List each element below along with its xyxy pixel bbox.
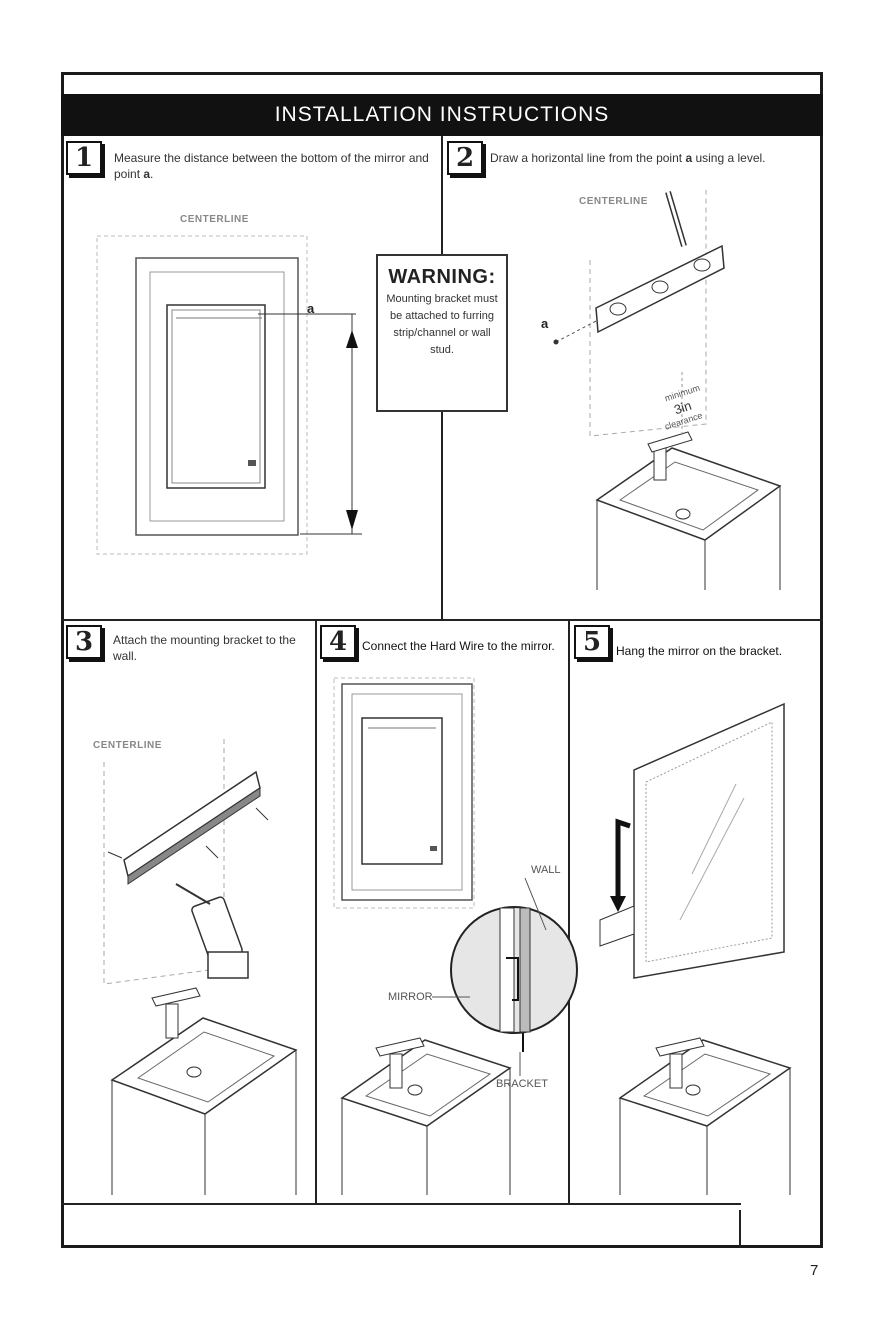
step-2-text: Draw a horizontal line from the point a … <box>490 151 766 165</box>
step-4-number: 4 <box>320 625 356 659</box>
step-3-text: Attach the mounting bracket to the wall. <box>113 633 296 663</box>
warning-body: Mounting bracket must be attached to fur… <box>386 293 498 356</box>
warning-title: WARNING: <box>388 266 496 288</box>
step-2-number: 2 <box>447 141 483 175</box>
page-number: 7 <box>810 1262 819 1279</box>
step-1-centerline-label: CENTERLINE <box>180 214 249 225</box>
mirror-label: MIRROR <box>388 991 433 1003</box>
step-5-text: Hang the mirror on the bracket. <box>616 644 783 658</box>
divider-footer <box>61 1203 741 1205</box>
step-1-point-a-label: a <box>307 301 315 316</box>
divider-horizontal <box>61 619 823 621</box>
step-2-centerline-label: CENTERLINE <box>579 196 648 207</box>
step-3-number: 3 <box>66 625 102 659</box>
step-5-number: 5 <box>574 625 610 659</box>
instructions-frame <box>61 72 823 1248</box>
step-1-text: Measure the distance between the bottom … <box>114 151 429 181</box>
bracket-label: BRACKET <box>496 1078 548 1090</box>
divider-bottom-left <box>315 620 317 1203</box>
step-1-number: 1 <box>66 141 102 175</box>
step-2-point-a-label: a <box>541 316 549 331</box>
wall-label: WALL <box>531 864 561 876</box>
step-4-text: Connect the Hard Wire to the mirror. <box>362 639 555 653</box>
step-3-centerline-label: CENTERLINE <box>93 740 162 751</box>
page-title: INSTALLATION INSTRUCTIONS <box>61 94 823 136</box>
divider-bottom-right <box>568 620 570 1203</box>
footer-corner <box>739 1210 741 1248</box>
warning-box: WARNING: Mounting bracket must be attach… <box>376 254 508 412</box>
